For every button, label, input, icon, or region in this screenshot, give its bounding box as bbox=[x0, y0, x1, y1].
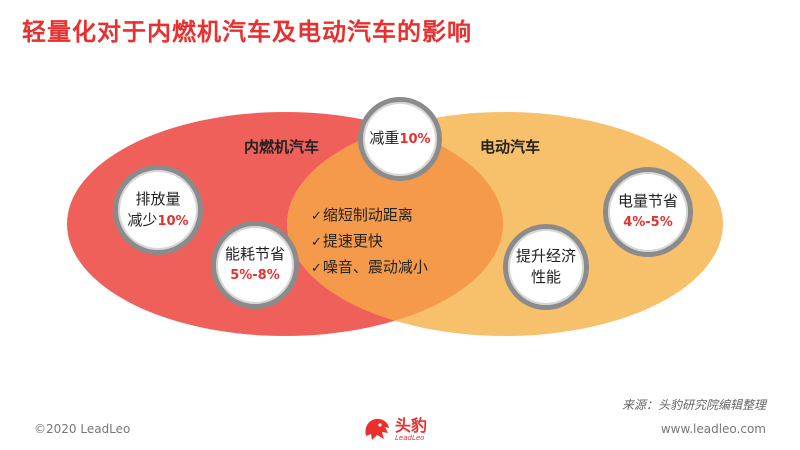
list-item: ✓缩短制动距离 bbox=[311, 206, 413, 224]
leadleo-logo: 头豹 LeadLeo bbox=[362, 412, 442, 446]
list-item: ✓提速更快 bbox=[311, 232, 383, 250]
check-icon: ✓ bbox=[311, 235, 322, 250]
check-icon: ✓ bbox=[311, 209, 322, 224]
economy-line1: 提升经济 bbox=[515, 247, 576, 265]
list-item: ✓噪音、震动减小 bbox=[311, 258, 428, 276]
emission-reduction-circle: 排放量 减少10% bbox=[113, 165, 203, 255]
weight-reduction-circle: 减重10% bbox=[358, 97, 442, 181]
page-title: 轻量化对于内燃机汽车及电动汽车的影响 bbox=[22, 18, 472, 46]
emission-line1: 排放量 bbox=[135, 189, 181, 208]
website-link[interactable]: www.leadleo.com bbox=[660, 422, 766, 436]
leopard-head-icon bbox=[365, 418, 389, 440]
economy-circle: 提升经济 性能 bbox=[503, 224, 589, 310]
energy-saving-label: 能耗节省 bbox=[224, 245, 285, 263]
check-icon: ✓ bbox=[311, 261, 322, 276]
energy-saving-circle: 能耗节省 5%-8% bbox=[211, 221, 299, 309]
energy-saving-value: 5%-8% bbox=[230, 268, 280, 283]
weight-reduction-text: 减重 bbox=[369, 129, 400, 147]
logo-chinese-text: 头豹 bbox=[395, 415, 428, 435]
emission-line2: 减少 bbox=[127, 210, 158, 229]
emission-value: 10% bbox=[157, 213, 189, 229]
electricity-saving-label: 电量节省 bbox=[617, 192, 678, 210]
source-note: 来源：头豹研究院编辑整理 bbox=[621, 398, 766, 412]
electricity-saving-value: 4%-5% bbox=[623, 215, 673, 230]
ice-vehicle-label: 内燃机汽车 bbox=[244, 138, 320, 156]
overlap-benefits-list: ✓缩短制动距离 ✓提速更快 ✓噪音、震动减小 bbox=[311, 203, 428, 281]
weight-reduction-value: 10% bbox=[399, 132, 431, 147]
electricity-saving-circle: 电量节省 4%-5% bbox=[603, 167, 693, 257]
economy-line2: 性能 bbox=[530, 268, 561, 286]
logo-english-text: LeadLeo bbox=[395, 433, 425, 442]
ev-vehicle-label: 电动汽车 bbox=[480, 138, 541, 156]
copyright: ©2020 LeadLeo bbox=[34, 422, 131, 436]
